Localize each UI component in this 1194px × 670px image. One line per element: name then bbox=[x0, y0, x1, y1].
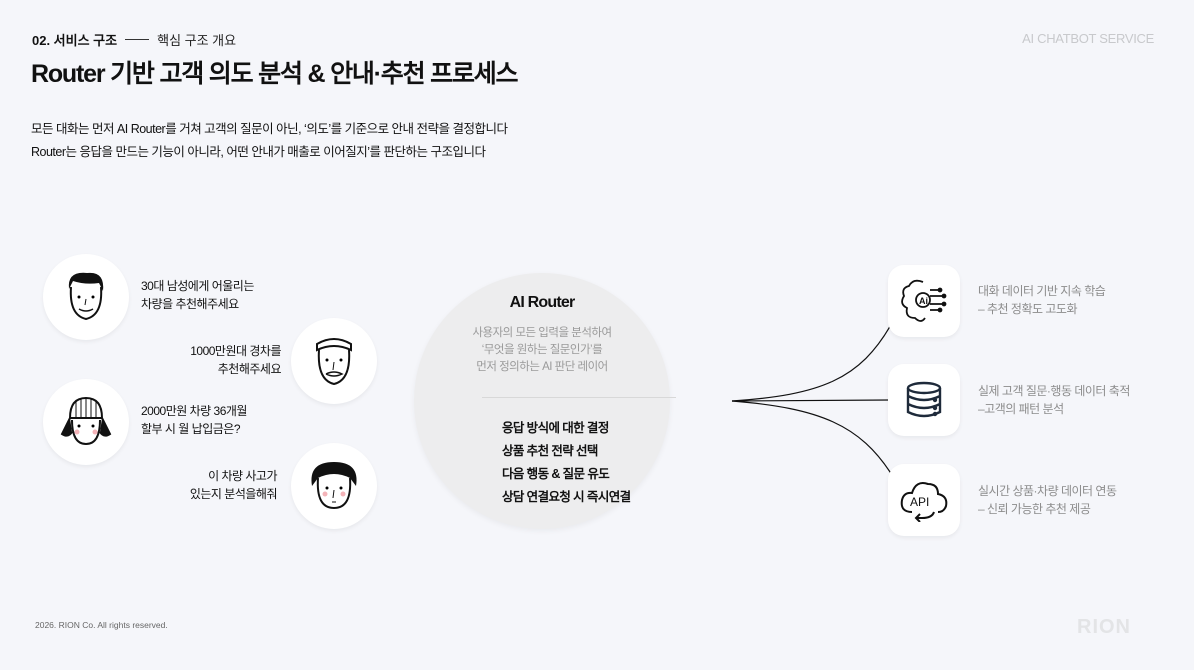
divider bbox=[482, 397, 676, 398]
svg-text:API: API bbox=[910, 495, 929, 509]
curly-hair-face-icon bbox=[291, 443, 377, 529]
router-name: AI Router bbox=[509, 294, 576, 311]
api-cloud-icon: API bbox=[888, 464, 960, 536]
ai-brain-icon: Ai bbox=[888, 265, 960, 337]
beanie-face-icon bbox=[43, 379, 129, 465]
section-subtitle: 핵심 구조 개요 bbox=[157, 33, 237, 48]
brand-label: AI CHATBOT SERVICE bbox=[1022, 31, 1154, 46]
man-face-icon bbox=[43, 254, 129, 340]
router-functions: 응답 방식에 대한 결정 상품 추천 전략 선택 다음 행동 & 질문 유도 상… bbox=[502, 417, 631, 509]
divider bbox=[125, 39, 150, 40]
router-function: 상담 연결요청 시 즉시연결 bbox=[502, 490, 631, 504]
router-function: 상품 추천 전략 선택 bbox=[502, 444, 598, 458]
page-title: Router 기반 고객 의도 분석 & 안내·추천 프로세스 bbox=[31, 60, 519, 88]
section-title: 02. 서비스 구조 bbox=[32, 33, 118, 48]
description-line: Router는 응답을 만드는 기능이 아니라, 어떤 안내가 매출로 이어질지… bbox=[31, 145, 486, 159]
router-function: 응답 방식에 대한 결정 bbox=[502, 421, 609, 435]
database-icon bbox=[888, 364, 960, 436]
output-text: 실시간 상품·차량 데이터 연동– 신뢰 가능한 추천 제공 bbox=[978, 484, 1117, 516]
copyright: 2026. RION Co. All rights reserved. bbox=[35, 620, 168, 630]
ai-router-circle: AI Router 사용자의 모든 입력을 분석하여‘무엇을 원하는 질문인가’… bbox=[414, 273, 676, 529]
section-label: 02. 서비스 구조 핵심 구조 개요 bbox=[32, 30, 236, 49]
router-function: 다음 행동 & 질문 유도 bbox=[502, 467, 610, 481]
rion-logo: RION bbox=[1077, 616, 1131, 638]
old-man-face-icon bbox=[291, 318, 377, 404]
output-text: 대화 데이터 기반 지속 학습– 추천 정확도 고도화 bbox=[978, 284, 1106, 316]
description-line: 모든 대화는 먼저 AI Router를 거쳐 고객의 질문이 아닌, ‘의도’… bbox=[31, 122, 508, 136]
output-text: 실제 고객 질문·행동 데이터 축적–고객의 패턴 분석 bbox=[978, 384, 1130, 416]
svg-text:Ai: Ai bbox=[919, 296, 928, 306]
